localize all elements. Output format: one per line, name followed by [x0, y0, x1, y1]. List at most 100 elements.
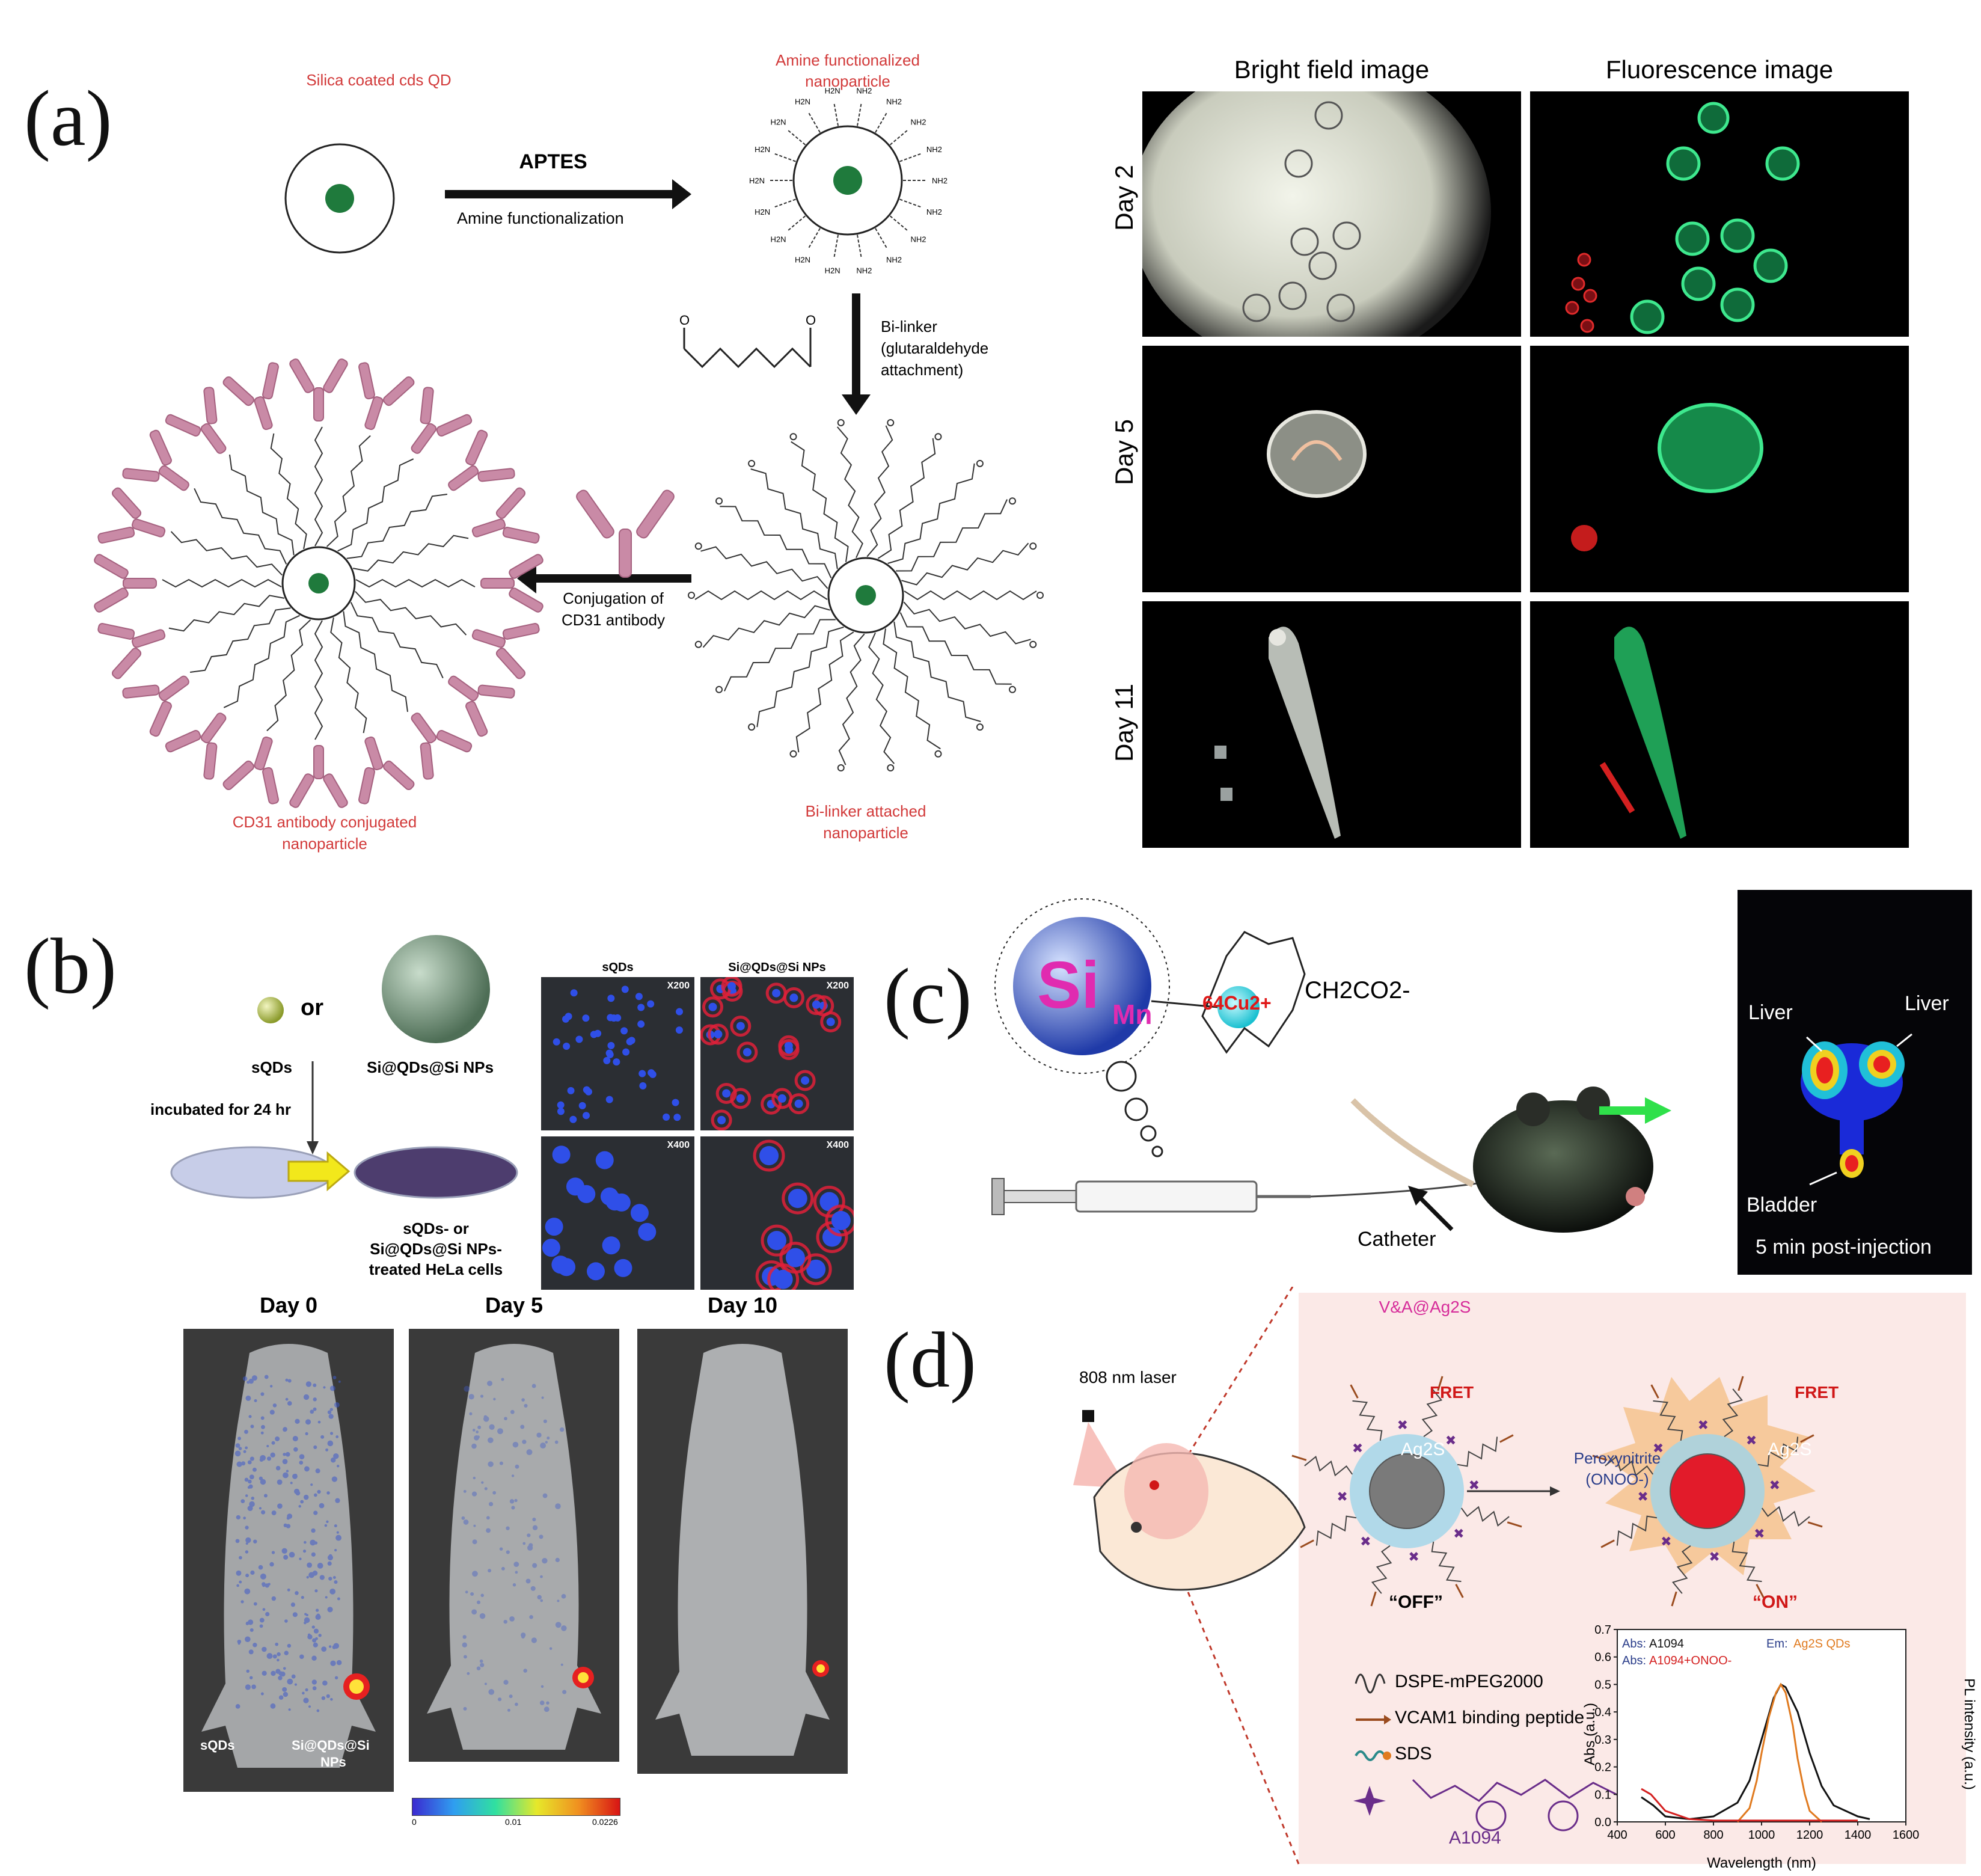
nh2-label: NH2 [910, 117, 926, 126]
bright-image-day2 [1142, 91, 1521, 337]
nh2-label: H2N [825, 86, 840, 95]
nh2-label: H2N [795, 256, 810, 265]
ch2co2-label: CH2CO2- [1305, 977, 1410, 1004]
legend-entry: Ag2S QDs [1793, 1637, 1850, 1651]
si-nanoparticle [1013, 917, 1151, 1055]
svg-text:✖: ✖ [1661, 1534, 1671, 1550]
svg-text:✖: ✖ [1653, 1441, 1664, 1456]
nh2-label: H2N [825, 266, 840, 275]
arrow-bilinker [852, 293, 860, 396]
panel-label-c: (c) [884, 952, 972, 1040]
amine-particle: NH2NH2NH2NH2NH2H2NH2NH2NH2NH2NH2NH2NH2NH… [749, 86, 948, 275]
nh2-label: NH2 [856, 86, 872, 95]
x-tick-label: 800 [1703, 1828, 1723, 1842]
legend-dspe-icon [1355, 1673, 1386, 1694]
antibody [222, 362, 279, 431]
si-np-sphere [382, 935, 490, 1043]
x-tick-label: 1600 [1893, 1828, 1920, 1842]
yellow-arrow [287, 1151, 351, 1192]
series-line [1641, 1788, 1858, 1822]
conjugation-label-1: Conjugation of [563, 589, 664, 607]
si-np-label: Si@QDs@Si NPs [367, 1058, 494, 1076]
antibody [411, 713, 473, 780]
svg-text:✖: ✖ [1754, 1527, 1765, 1542]
a1094-structure [1412, 1779, 1618, 1802]
mouse-image-day5 [409, 1329, 619, 1762]
series-line [1736, 1682, 1823, 1823]
mag-label: X400 [667, 1140, 690, 1150]
svg-text:✖: ✖ [1445, 1433, 1456, 1448]
mouse-si-label-2: NPs [320, 1755, 346, 1770]
fret-on-label: FRET [1795, 1383, 1839, 1402]
syringe-plunger [991, 1178, 1005, 1215]
peroxynitrite-label-1: Peroxynitrite [1573, 1449, 1661, 1467]
panel-b-scheme [170, 935, 518, 1199]
nh2-label: NH2 [926, 207, 942, 216]
x-tick-label: 400 [1607, 1828, 1627, 1842]
svg-text:O: O [806, 313, 816, 328]
nh2-label: NH2 [932, 176, 948, 185]
day-label-5: Day 5 [485, 1293, 543, 1317]
sqd-sphere [257, 997, 284, 1023]
svg-text:✖: ✖ [1453, 1527, 1464, 1542]
arrow-aptes [445, 190, 673, 198]
svg-text:✖: ✖ [1360, 1534, 1371, 1550]
sqds-label: sQDs [251, 1058, 292, 1076]
panel-a-scheme: NH2NH2NH2NH2NH2H2NH2NH2NH2NH2NH2NH2NH2NH… [94, 86, 1044, 808]
treated-label-2: Si@QDs@Si NPs- [370, 1240, 502, 1258]
syringe-barrel [1075, 1180, 1258, 1213]
plot-area [1617, 1629, 1906, 1822]
antibody [289, 358, 348, 421]
y-tick-label: 0.5 [1594, 1678, 1611, 1691]
antibody [480, 554, 543, 613]
conjugation-label-2: CD31 antibody [562, 611, 665, 629]
antibody [122, 429, 189, 491]
bilinker-particle [688, 418, 1044, 772]
bilinker-np-label-1: Bi-linker attached [805, 802, 926, 820]
amine-func-label: Amine functionalization [457, 209, 624, 227]
x-tick-label: 1000 [1748, 1828, 1775, 1842]
antibody [165, 387, 227, 454]
panel-label-b: (b) [24, 922, 117, 1010]
laser-label: 808 nm laser [1079, 1368, 1177, 1387]
nh2-label: NH2 [886, 97, 902, 106]
svg-text:O: O [679, 313, 690, 328]
row-label-day5: Day 5 [1110, 419, 1138, 485]
antibody [122, 675, 189, 737]
nh2-label: H2N [771, 235, 786, 244]
or-label: or [301, 995, 323, 1020]
panel-label-d: (d) [884, 1316, 976, 1404]
bilinker-label-3: attachment) [881, 361, 964, 379]
micro-sqds-x200: X200 [541, 977, 694, 1130]
legend-entry: A1094 [1649, 1637, 1684, 1651]
micro-col2: Si@QDs@Si NPs [728, 961, 826, 974]
antibody-icon [576, 489, 675, 578]
mouse-image-day10 [637, 1329, 848, 1774]
catheter-label: Catheter [1358, 1228, 1436, 1251]
colorbar-mid: 0.01 [505, 1817, 522, 1827]
y-tick-label: 0.2 [1594, 1761, 1611, 1774]
va-ag2s-label: V&A@Ag2S [1379, 1298, 1471, 1316]
chart-xlabel: Wavelength (nm) [1707, 1855, 1816, 1871]
ag2s-off-label: Ag2S [1401, 1439, 1445, 1459]
mag-label: X400 [826, 1140, 849, 1150]
on-label: “ON” [1753, 1592, 1798, 1612]
colorbar-min: 0 [412, 1817, 417, 1827]
y-tick-label: 0.0 [1594, 1816, 1611, 1829]
svg-text:✖: ✖ [1336, 1489, 1347, 1504]
cd31-np-label-1: CD31 antibody conjugated [232, 813, 417, 831]
micro-sqds-x400: X400 [541, 1136, 694, 1290]
panel-label-a: (a) [24, 74, 112, 162]
dish-treated [354, 1146, 518, 1199]
fluorescence-image-day11 [1530, 601, 1909, 848]
cd31-np-label-2: nanoparticle [282, 835, 367, 853]
svg-text:✖: ✖ [1769, 1479, 1780, 1494]
legend-dspe-label: DSPE-mPEG2000 [1395, 1672, 1543, 1691]
antibody [97, 623, 166, 679]
mn-label: Mn [1112, 999, 1153, 1030]
incubated-label: incubated for 24 hr [150, 1100, 292, 1118]
mag-label: X200 [667, 981, 690, 991]
antibody [471, 487, 540, 544]
nh2-label: H2N [795, 97, 810, 106]
